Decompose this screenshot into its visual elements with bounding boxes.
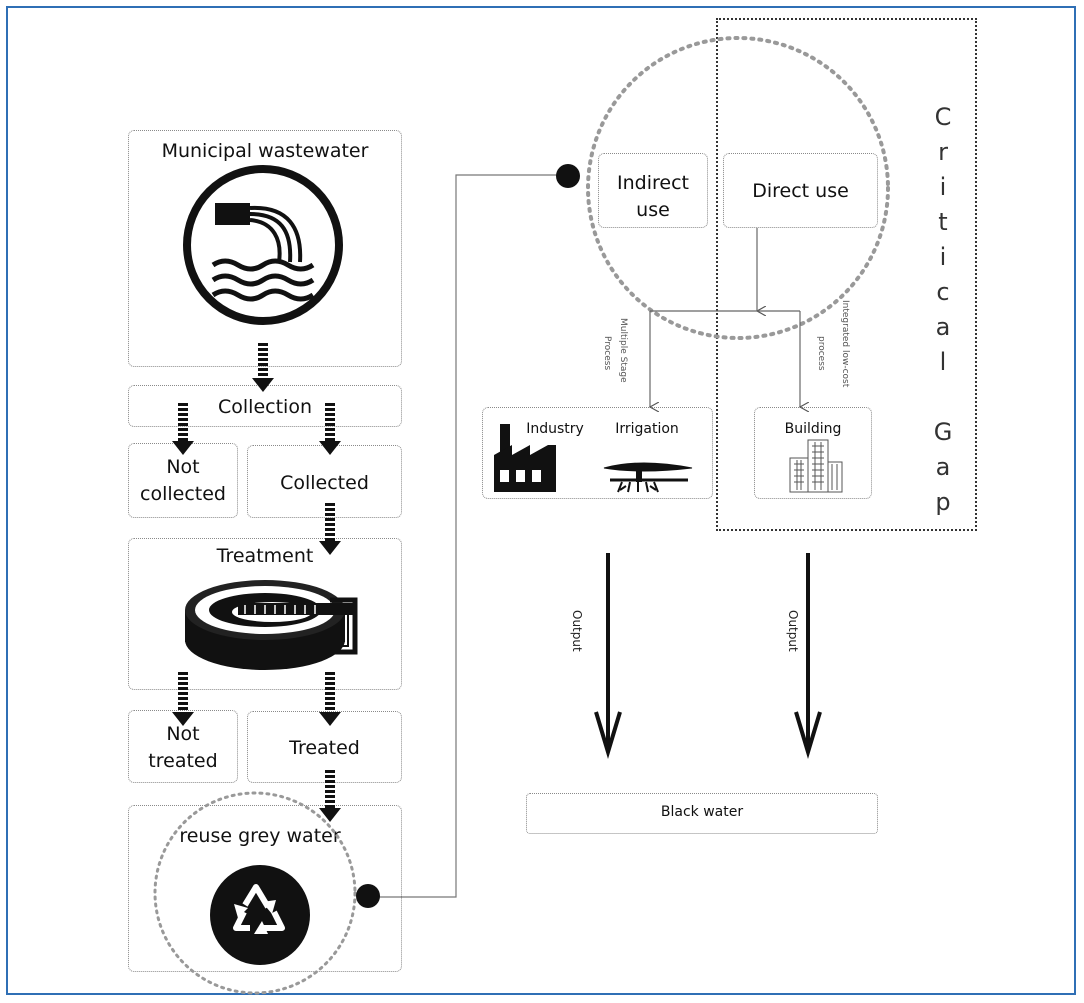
recycle-icon [210, 865, 310, 965]
treated-box [247, 711, 402, 783]
critical-gap-letter: G [933, 418, 953, 446]
critical-gap-letter: C [934, 103, 952, 131]
arrow-to-collection [252, 343, 274, 392]
critical-gap-letter: l [939, 348, 947, 376]
not-treated-label: Not treated [148, 723, 218, 772]
treated-label: Treated [289, 737, 360, 759]
connector-dot-top [556, 164, 580, 188]
irrigation-tree-icon [603, 462, 693, 493]
critical-gap-letter: p [935, 488, 951, 516]
indirect-use-label: Indirect use [617, 172, 689, 221]
factory-icon [494, 424, 556, 492]
treatment-plant-icon [185, 580, 358, 670]
arrow-to-not-collected [172, 403, 194, 455]
arrow-to-not-treated [172, 672, 194, 726]
not-treated-box [128, 710, 238, 783]
arrow-to-treatment [319, 503, 341, 555]
critical-gap-letter: a [935, 453, 951, 481]
arrow-to-reuse [319, 770, 341, 822]
irrigation-label: Irrigation [615, 421, 679, 437]
critical-gap-letter: r [938, 138, 948, 166]
arrow-to-collected [319, 403, 341, 455]
not-collected-label: Not collected [140, 456, 226, 505]
industry-label: Industry [526, 421, 584, 437]
black-water-box [526, 793, 878, 834]
output-arrow-right [794, 553, 822, 759]
collection-label: Collection [218, 396, 312, 418]
building-icon [789, 439, 843, 493]
reuse-zone-circle [153, 791, 357, 995]
reuse-label: reuse grey water [179, 825, 341, 847]
critical-gap-letter: i [939, 173, 947, 201]
direct-use-box [723, 153, 878, 228]
critical-gap-region [716, 18, 977, 531]
building-label: Building [784, 421, 842, 437]
black-water-label: Black water [660, 804, 744, 820]
treatment-label: Treatment [216, 545, 314, 567]
collected-label: Collected [280, 472, 369, 494]
municipal-label: Municipal wastewater [161, 140, 369, 162]
arrow-to-treated [319, 672, 341, 726]
industry-irrigation-box [482, 407, 713, 499]
critical-gap-letter: i [939, 243, 947, 271]
critical-gap-letter: a [935, 313, 951, 341]
indirect-use-box [598, 153, 708, 228]
treatment-box [128, 538, 402, 690]
reuse-connector-line [368, 174, 568, 898]
building-box [754, 407, 872, 499]
wastewater-outfall-icon [183, 165, 343, 325]
municipal-box [128, 130, 402, 367]
use-zone-circle [586, 36, 890, 340]
critical-gap-letter: c [936, 278, 950, 306]
direct-use-label: Direct use [752, 180, 849, 202]
figure-frame [6, 6, 1076, 995]
output-arrow-left [594, 553, 622, 759]
connector-dot-bottom [356, 884, 380, 908]
reuse-box [128, 805, 402, 972]
critical-gap-letter: t [938, 208, 948, 236]
